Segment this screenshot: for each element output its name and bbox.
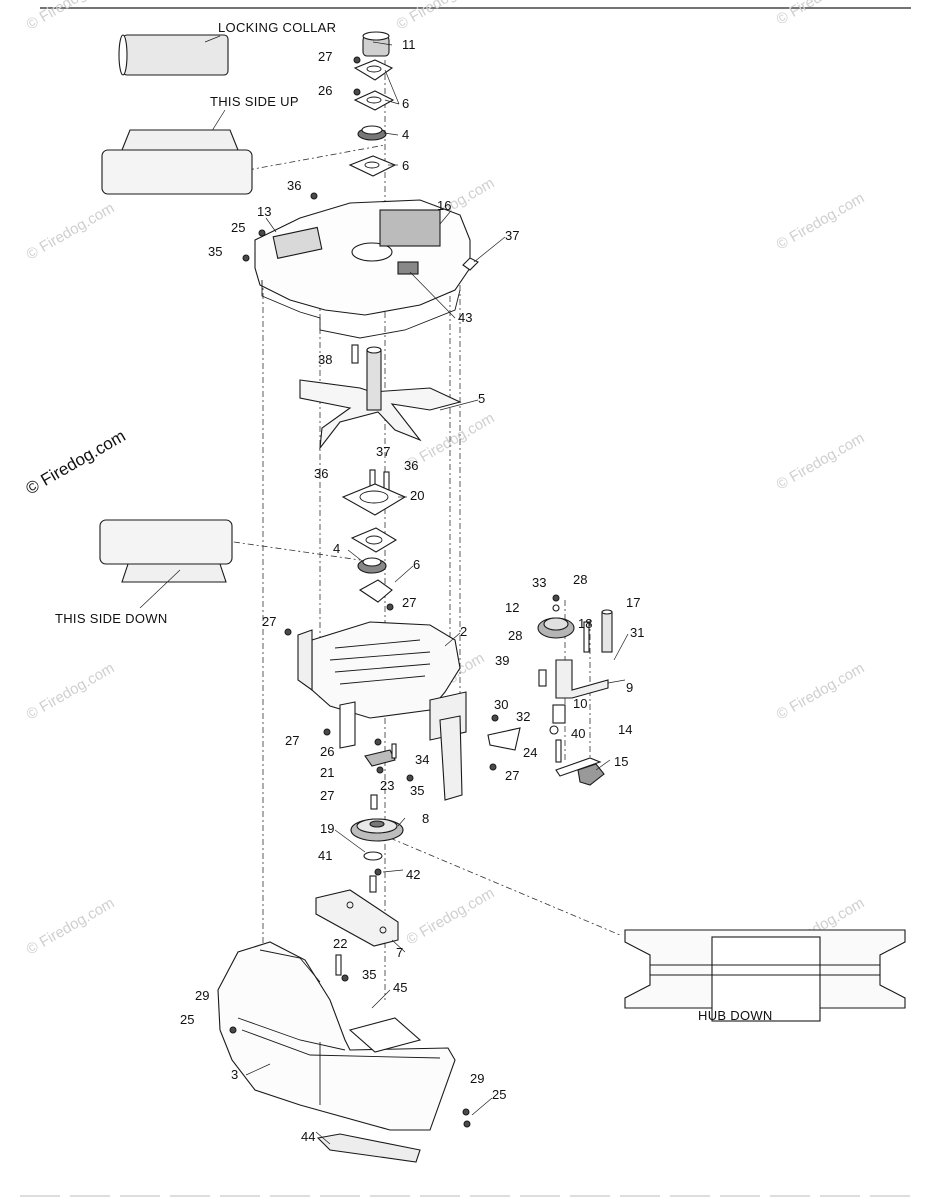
callout-25: 25 — [492, 1087, 506, 1102]
hub-down-inset: HUB DOWN — [624, 929, 906, 1023]
watermark-12: © Firedog.com — [24, 894, 118, 958]
callout-31: 31 — [630, 625, 644, 640]
this-side-down-caption: THIS SIDE DOWN — [55, 611, 168, 626]
callout-27: 27 — [505, 768, 519, 783]
this-side-up-caption: THIS SIDE UP — [210, 94, 299, 109]
callout-19: 19 — [320, 821, 334, 836]
callout-16: 16 — [437, 198, 451, 213]
callout-40: 40 — [571, 726, 585, 741]
callout-27: 27 — [262, 614, 276, 629]
callout-13: 13 — [257, 204, 271, 219]
callout-44: 44 — [301, 1129, 315, 1144]
callout-41: 41 — [318, 848, 332, 863]
callout-24: 24 — [523, 745, 537, 760]
leader-lines — [245, 41, 629, 1145]
callout-11: 11 — [402, 37, 416, 52]
callout-27: 27 — [285, 733, 299, 748]
fan-impeller — [299, 344, 462, 450]
this-side-up-inset: THIS SIDE UP — [101, 94, 299, 195]
callout-25: 25 — [180, 1012, 194, 1027]
callout-12: 12 — [505, 600, 519, 615]
callout-36: 36 — [287, 178, 301, 193]
bearing-collar-down — [99, 519, 233, 565]
callout-6: 6 — [402, 158, 409, 173]
callout-33: 33 — [532, 575, 546, 590]
bracket-7 — [315, 889, 399, 947]
watermark-1: © Firedog.com — [24, 0, 118, 33]
watermark-2: © Firedog.com — [394, 0, 488, 33]
callout-26: 26 — [318, 83, 332, 98]
watermark-3: © Firedog.com — [774, 0, 868, 28]
callout-4: 4 — [402, 127, 409, 142]
callout-2: 2 — [460, 624, 467, 639]
callout-37: 37 — [505, 228, 519, 243]
callout-22: 22 — [333, 936, 347, 951]
watermark-11: © Firedog.com — [774, 659, 868, 723]
this-side-down-inset: THIS SIDE DOWN — [55, 519, 233, 626]
plate-44 — [316, 1133, 421, 1163]
callout-10: 10 — [573, 696, 587, 711]
watermark-main: © Firedog.com — [23, 426, 129, 498]
callout-15: 15 — [614, 754, 628, 769]
callout-36: 36 — [314, 466, 328, 481]
main-pulley — [350, 818, 404, 893]
callout-8: 8 — [422, 811, 429, 826]
watermark-6: © Firedog.com — [774, 189, 868, 253]
callout-7: 7 — [396, 945, 403, 960]
locking-collar-inset: LOCKING COLLAR — [118, 20, 336, 76]
callout-4: 4 — [333, 541, 340, 556]
callout-28: 28 — [508, 628, 522, 643]
callout-35: 35 — [362, 967, 376, 982]
top-bearing-stack — [348, 31, 397, 177]
callout-25: 25 — [231, 220, 245, 235]
callout-37: 37 — [376, 444, 390, 459]
callout-27: 27 — [318, 49, 332, 64]
callout-28: 28 — [573, 572, 587, 587]
callout-38: 38 — [318, 352, 332, 367]
top-housing — [242, 192, 479, 339]
callout-45: 45 — [393, 980, 407, 995]
callout-23: 23 — [380, 778, 394, 793]
callout-43: 43 — [458, 310, 472, 325]
locking-collar-cylinder — [122, 34, 229, 76]
callout-9: 9 — [626, 680, 633, 695]
discharge-chute — [217, 941, 471, 1131]
callout-35: 35 — [410, 783, 424, 798]
callout-27: 27 — [320, 788, 334, 803]
callout-39: 39 — [495, 653, 509, 668]
callout-29: 29 — [470, 1071, 484, 1086]
watermark-8: © Firedog.com — [774, 429, 868, 493]
callout-30: 30 — [494, 697, 508, 712]
idler-assembly — [487, 594, 613, 786]
callout-42: 42 — [406, 867, 420, 882]
locking-collar-caption: LOCKING COLLAR — [218, 20, 336, 35]
mid-bearing-stack — [341, 469, 407, 603]
deck-hardware — [364, 738, 414, 810]
callout-26: 26 — [320, 744, 334, 759]
callout-32: 32 — [516, 709, 530, 724]
callout-34: 34 — [415, 752, 429, 767]
watermark-9: © Firedog.com — [24, 659, 118, 723]
callout-6: 6 — [402, 96, 409, 111]
callout-35: 35 — [208, 244, 222, 259]
callout-29: 29 — [195, 988, 209, 1003]
main-deck — [284, 603, 467, 801]
callout-6: 6 — [413, 557, 420, 572]
hub-down-caption: HUB DOWN — [698, 1008, 773, 1023]
callout-14: 14 — [618, 722, 632, 737]
callout-36: 36 — [404, 458, 418, 473]
callout-21: 21 — [320, 765, 334, 780]
callout-27: 27 — [402, 595, 416, 610]
callout-20: 20 — [410, 488, 424, 503]
callout-labels: 11 27 6 26 4 6 36 16 13 25 35 37 43 38 5… — [180, 37, 644, 1144]
callout-5: 5 — [478, 391, 485, 406]
callout-18: 18 — [578, 616, 592, 631]
watermark-4: © Firedog.com — [24, 199, 118, 263]
callout-17: 17 — [626, 595, 640, 610]
watermark-13: © Firedog.com — [404, 884, 498, 948]
callout-3: 3 — [231, 1067, 238, 1082]
bearing-collar-up — [101, 149, 253, 195]
